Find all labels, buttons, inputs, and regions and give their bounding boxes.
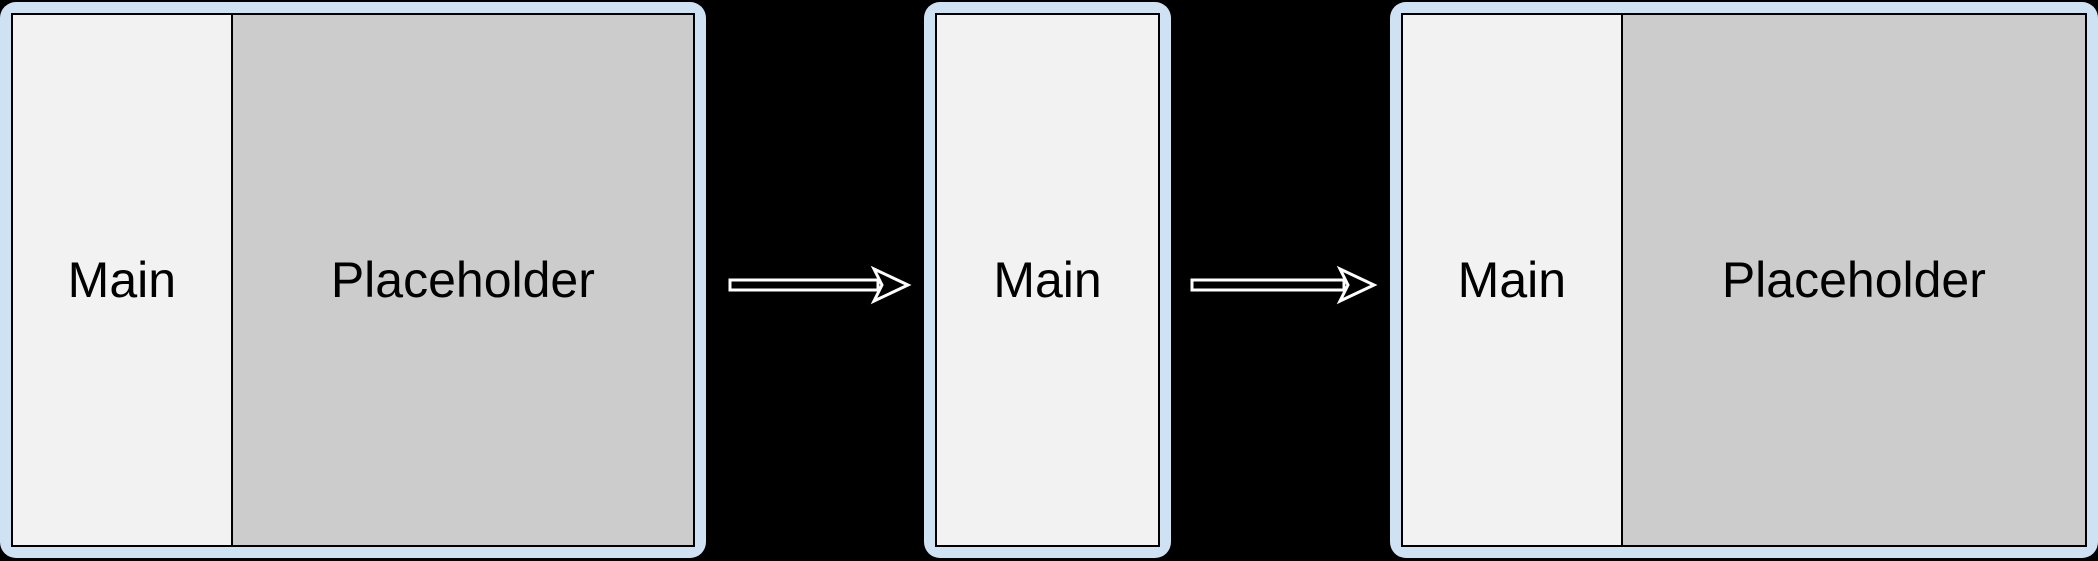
frame-wide-two-pane: Main Placeholder	[0, 2, 706, 558]
pane-label-placeholder: Placeholder	[330, 252, 595, 308]
frame-inner: Main Placeholder	[1401, 13, 2087, 547]
pane-label-placeholder: Placeholder	[1721, 252, 1986, 308]
arrow-head	[1336, 265, 1378, 305]
pane-main[interactable]: Main	[1403, 15, 1621, 545]
frame-inner: Main Placeholder	[11, 13, 695, 547]
arrow-shaft	[1190, 278, 1346, 292]
pane-label-main: Main	[1457, 252, 1567, 308]
pane-main[interactable]: Main	[937, 15, 1158, 545]
arrow-head	[870, 265, 912, 305]
pane-placeholder[interactable]: Placeholder	[230, 15, 693, 545]
frame-narrow-single-pane: Main	[924, 2, 1171, 558]
arrow-shaft	[728, 278, 880, 292]
pane-main[interactable]: Main	[13, 15, 231, 545]
pane-label-main: Main	[993, 252, 1102, 308]
frame-inner: Main	[935, 13, 1160, 547]
transition-arrow-right-icon	[728, 255, 914, 315]
pane-placeholder[interactable]: Placeholder	[1620, 15, 2085, 545]
pane-label-main: Main	[67, 252, 177, 308]
frame-wide-two-pane-restored: Main Placeholder	[1390, 2, 2098, 558]
transition-arrow-right-icon	[1190, 255, 1380, 315]
